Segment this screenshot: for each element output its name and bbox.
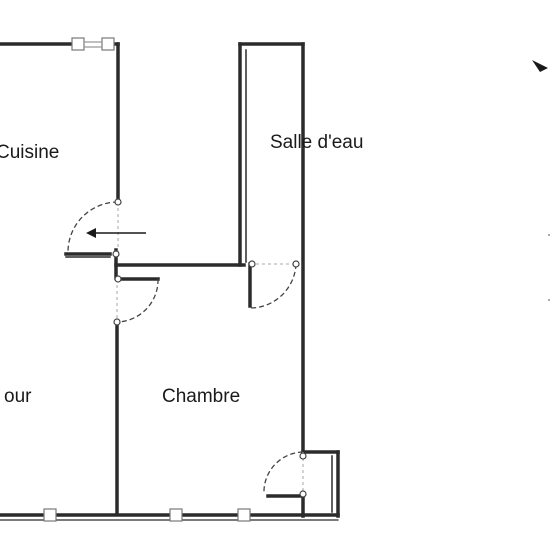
- window-bottom-2: [169, 508, 183, 522]
- window-kitchen-right: [101, 37, 115, 51]
- window-kitchen-left: [71, 37, 85, 51]
- walls: [0, 42, 340, 521]
- hinge-bath-2: [292, 260, 300, 268]
- hinge-hall-2: [114, 275, 122, 283]
- hinge-chambre: [113, 318, 121, 326]
- hinge-closet-1: [299, 452, 307, 460]
- windows: [43, 37, 251, 522]
- window-bottom-3: [237, 508, 251, 522]
- north-arrow-icon: [532, 60, 550, 301]
- room-label-sejour: our: [4, 386, 32, 407]
- door-chambre-swing: [116, 278, 159, 323]
- door-bath-swing: [249, 263, 297, 309]
- entrance-arrow-icon: [86, 228, 146, 238]
- hinge-bath-1: [248, 260, 256, 268]
- room-label-chambre: Chambre: [162, 386, 240, 407]
- room-label-salle-deau: Salle d'eau: [270, 132, 363, 153]
- room-label-cuisine: Cuisine: [0, 142, 59, 163]
- door-closet-swing: [263, 451, 304, 495]
- window-bottom-1: [43, 508, 57, 522]
- hinge-closet-2: [299, 490, 307, 498]
- hinge-kitchen: [114, 198, 122, 206]
- door-hinges: [112, 198, 307, 498]
- hinge-hall-1: [112, 250, 120, 258]
- door-kitchen-swing: [67, 201, 119, 253]
- doors: [67, 201, 304, 495]
